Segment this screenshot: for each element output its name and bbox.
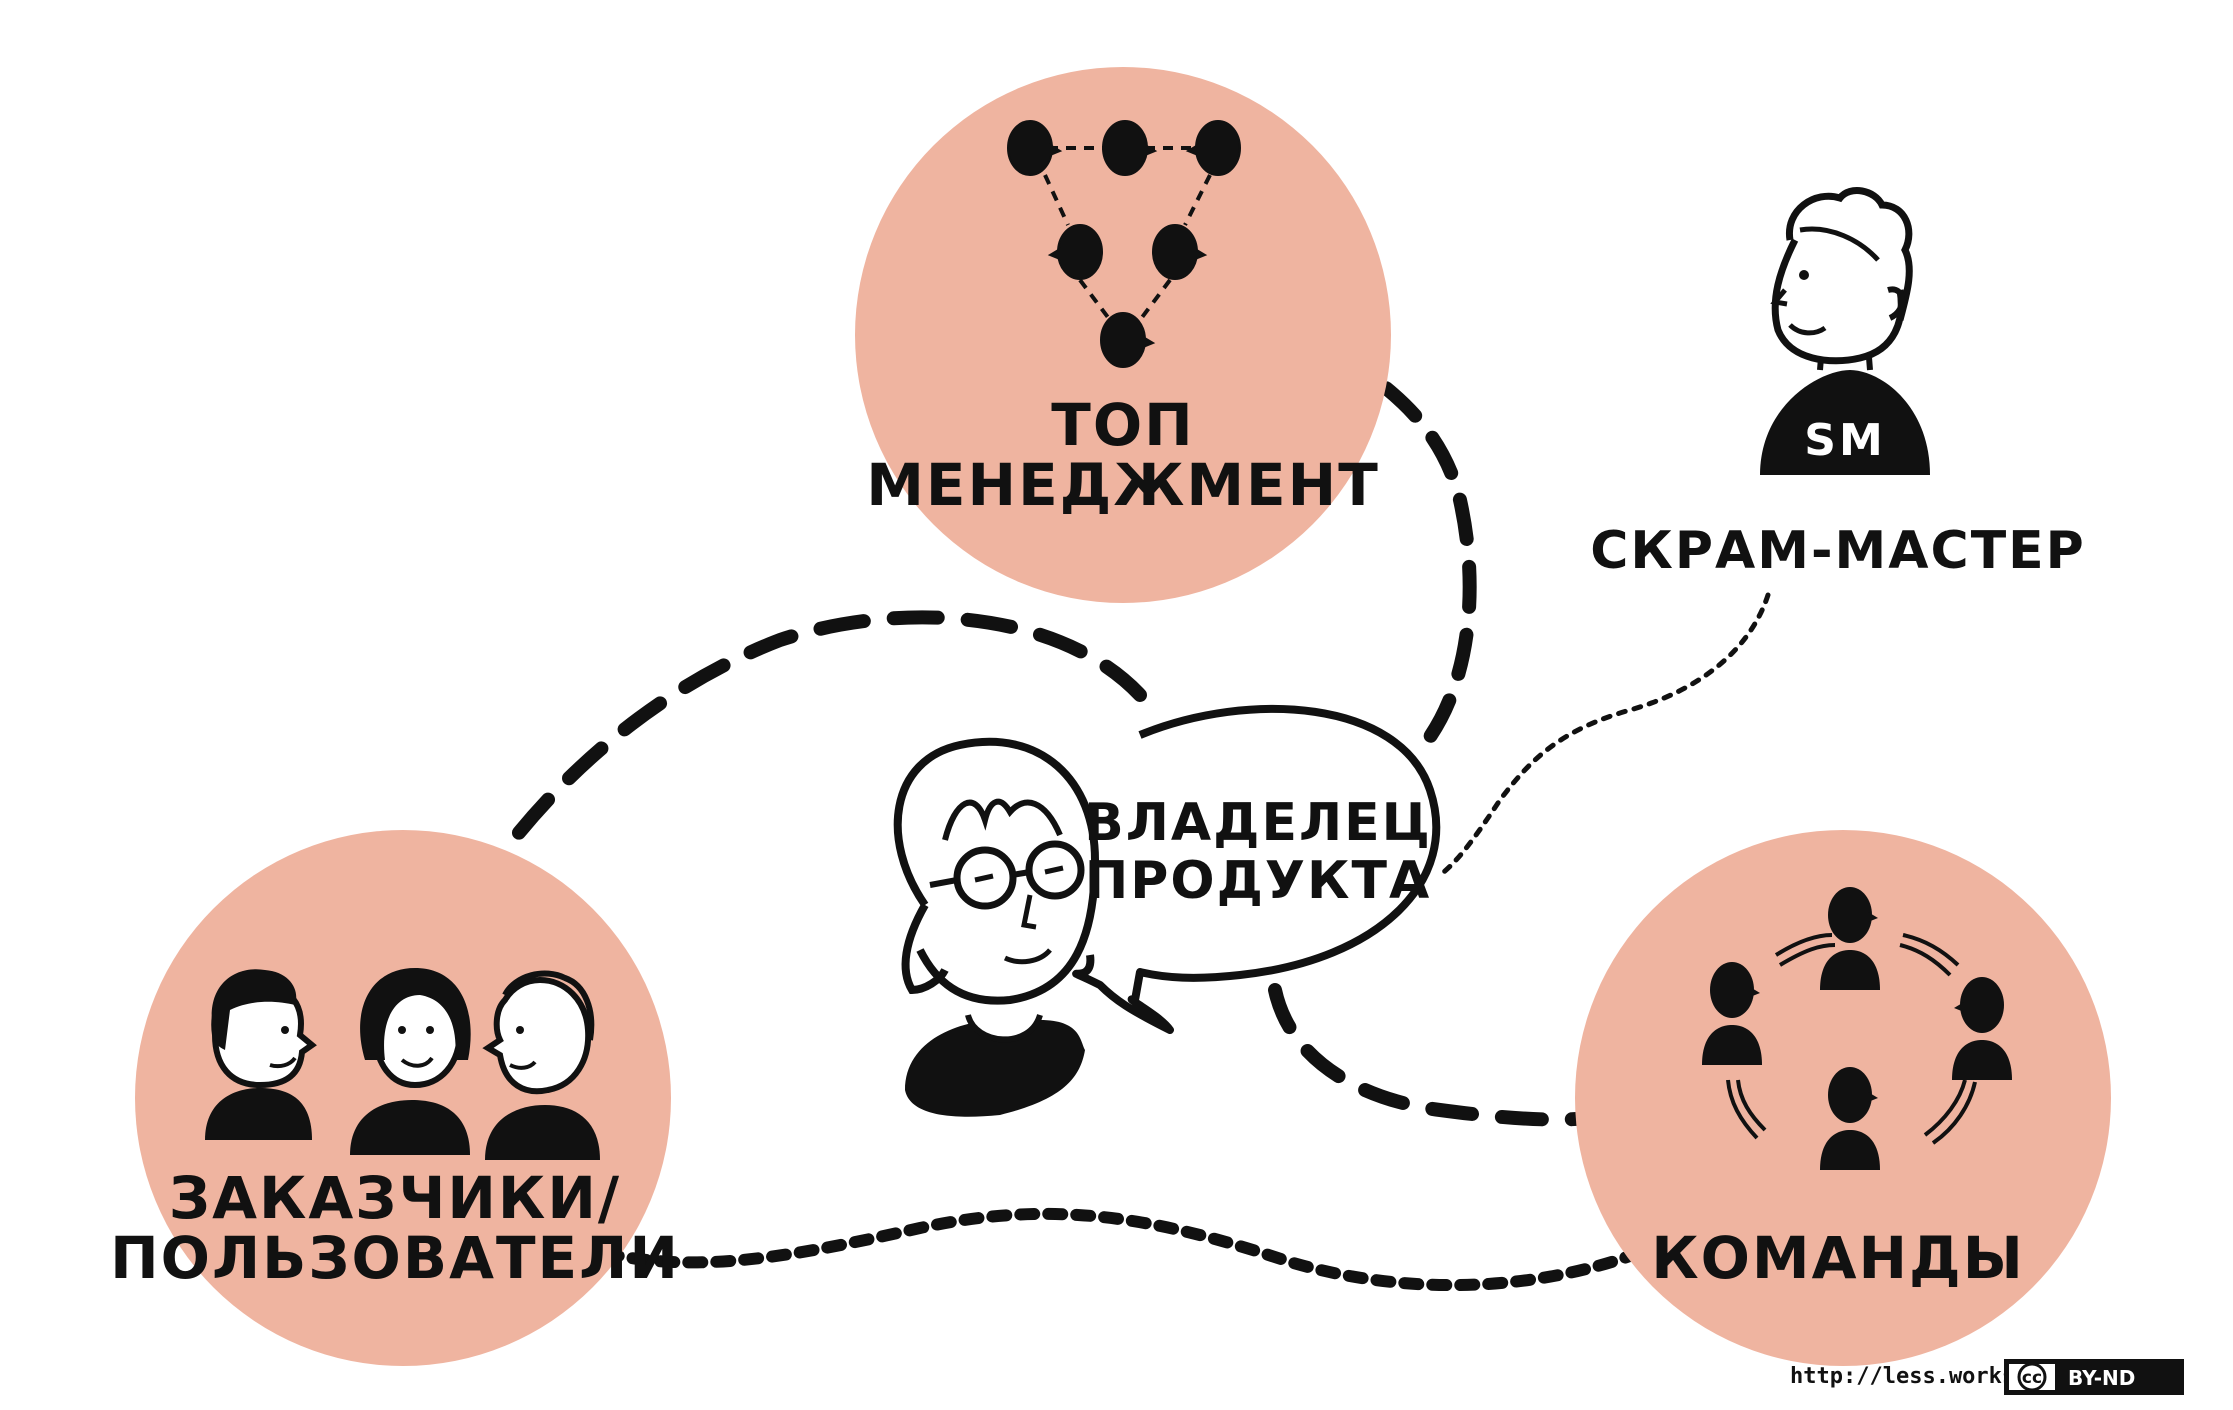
top-management-label-line2: МЕНЕДЖМЕНТ [866,451,1380,519]
customers-group-icon [205,968,600,1160]
management-hierarchy-icon [1007,120,1241,368]
customers-label-line2: ПОЛЬЗОВАТЕЛИ [110,1224,680,1292]
connector-customers-teams [599,1207,1676,1292]
scrum-master-icon: SM [1760,187,1930,475]
product-owner-head [893,737,1100,1005]
product-owner-label-line2: ПРОДУКТА [1085,851,1431,911]
connector-owner-customers [463,610,1147,907]
teams-circle-icon [1702,887,2012,1170]
license-badge: cc BY-ND [2004,1359,2184,1395]
product-owner-icon [893,705,1441,1117]
customers-circle [135,830,671,1366]
customers-label-line1: ЗАКАЗЧИКИ/ [169,1164,621,1232]
scrum-master-label: СКРАМ-МАСТЕР [1590,521,2086,581]
license-text: BY-ND [2068,1366,2135,1390]
teams-label: КОМАНДЫ [1651,1224,2025,1292]
footer-url[interactable]: http://less.works [1790,1364,2015,1389]
product-owner-body [905,1020,1085,1117]
customer-person-3 [482,970,600,1160]
customer-person-2 [350,968,471,1155]
license-cc-text: cc [2022,1368,2042,1388]
scrum-master-body [1760,370,1930,475]
scrum-master-head [1771,238,1905,365]
top-management-label-line1: ТОП [1051,391,1194,459]
cc-icon [2017,1362,2047,1392]
connector-scrummaster-owner [1437,592,1771,878]
customer-person-1 [205,969,317,1140]
product-owner-label-line1: ВЛАДЕЛЕЦ [1084,793,1432,853]
speech-bubble [1072,705,1441,1034]
scrum-master-badge: SM [1804,415,1885,466]
